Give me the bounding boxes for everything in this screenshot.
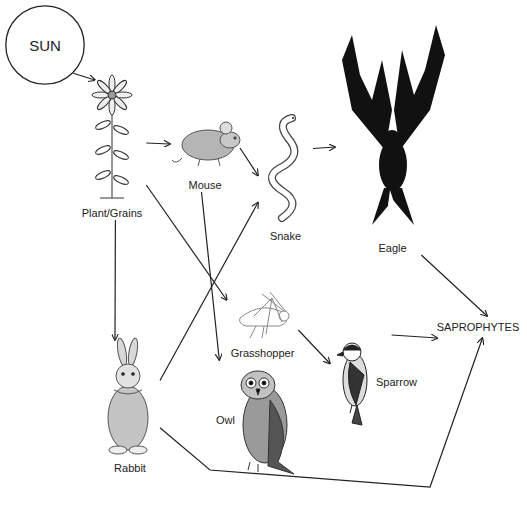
food-chain-arrow	[240, 148, 258, 176]
food-chain-arrow	[392, 335, 438, 338]
saprophytes-node: SAPROPHYTES	[433, 316, 524, 338]
node-label: Rabbit	[113, 462, 147, 475]
food-chain-arrow	[146, 143, 170, 144]
food-chain-arrow	[298, 330, 330, 364]
rabbit-picture	[108, 338, 148, 454]
node-label: SAPROPHYTES	[436, 321, 521, 334]
eagle-node: Eagle	[335, 15, 450, 255]
sparrow-node: Sparrow	[330, 335, 418, 430]
food-chain-arrow	[73, 73, 95, 80]
sun-circle: SUN	[5, 5, 85, 85]
node-label: SUN	[28, 39, 62, 52]
node-label: Owl	[215, 414, 236, 427]
node-label: Eagle	[377, 242, 407, 255]
eagle-picture	[342, 25, 445, 225]
circle-outline-shape	[6, 6, 84, 84]
mouse-picture	[172, 122, 240, 166]
food-chain-arrow	[160, 338, 483, 487]
food-chain-arrow	[114, 220, 116, 340]
snake-picture	[272, 117, 295, 218]
food-chain-arrow	[313, 147, 335, 149]
node-label: Mouse	[187, 179, 222, 192]
food-chain-arrow	[421, 255, 487, 316]
owl-picture	[241, 371, 294, 474]
node-label: Sparrow	[375, 376, 418, 389]
snake-node: Snake	[258, 108, 313, 243]
owl-node: Owl	[215, 360, 300, 480]
node-label: Snake	[269, 230, 302, 243]
node-label: Plant/Grains	[81, 207, 144, 220]
grasshopper-node: Grasshopper	[227, 285, 299, 360]
plant-picture	[92, 75, 132, 198]
node-label: Grasshopper	[230, 347, 296, 360]
rabbit-node: Rabbit	[100, 340, 160, 475]
plant-node: Plant/Grains	[78, 80, 147, 220]
sparrow-picture	[337, 343, 367, 425]
mouse-node: Mouse	[170, 112, 240, 192]
grasshopper-picture	[240, 292, 289, 338]
food-chain-arrow	[146, 185, 226, 300]
food-chain-arrow	[202, 192, 220, 360]
